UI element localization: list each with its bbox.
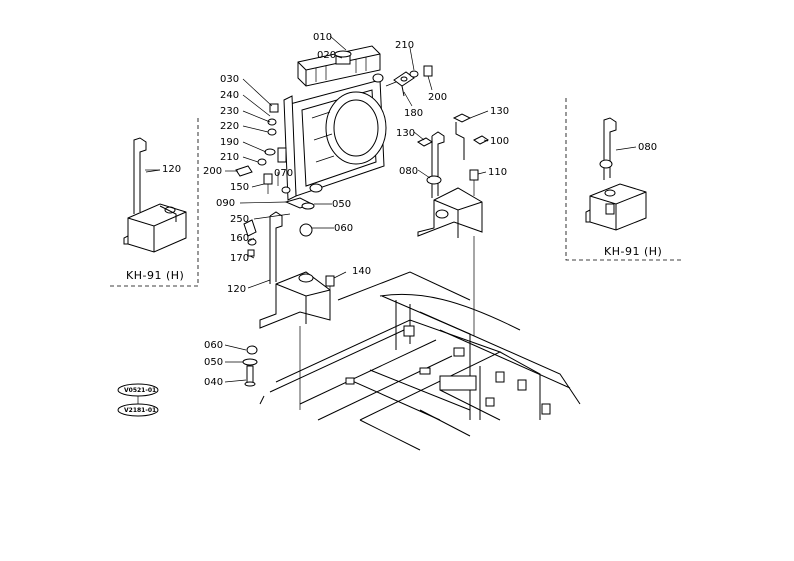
part-label-010: 010 bbox=[313, 32, 332, 43]
part-label-160: 160 bbox=[230, 233, 249, 244]
part-label-220: 220 bbox=[220, 121, 239, 132]
part-label-080-variant: 080 bbox=[638, 142, 657, 153]
leader-lines bbox=[145, 35, 637, 383]
part-label-200-left: 200 bbox=[203, 166, 222, 177]
mount-bracket-left bbox=[243, 197, 335, 410]
part-label-250: 250 bbox=[230, 214, 249, 225]
variant-box-left bbox=[108, 118, 199, 287]
part-label-240: 240 bbox=[220, 90, 239, 101]
stamp-bottom: V2181-01 bbox=[124, 407, 156, 414]
part-label-130-top: 130 bbox=[490, 106, 509, 117]
part-label-090: 090 bbox=[216, 198, 235, 209]
part-label-030: 030 bbox=[220, 74, 239, 85]
part-label-120-main: 120 bbox=[227, 284, 246, 295]
part-label-040: 040 bbox=[204, 377, 223, 388]
variant-label-left: KH-91 (H) bbox=[126, 269, 184, 282]
radiator-assembly bbox=[277, 45, 387, 201]
part-label-100: 100 bbox=[490, 136, 509, 147]
part-label-190: 190 bbox=[220, 137, 239, 148]
part-label-020: 020 bbox=[317, 50, 336, 61]
part-label-180: 180 bbox=[404, 108, 423, 119]
part-label-230: 230 bbox=[220, 106, 239, 117]
part-label-130-left: 130 bbox=[396, 128, 415, 139]
part-label-210-left: 210 bbox=[220, 152, 239, 163]
part-label-050-upper: 050 bbox=[332, 199, 351, 210]
variant-box-right bbox=[565, 98, 684, 261]
part-label-200-right: 200 bbox=[428, 92, 447, 103]
part-label-110: 110 bbox=[488, 167, 507, 178]
mount-bracket-right bbox=[417, 113, 489, 336]
part-label-140: 140 bbox=[352, 266, 371, 277]
part-labels: 010 020 030 240 230 220 190 210 200 150 … bbox=[162, 32, 657, 388]
part-label-070: 070 bbox=[274, 168, 293, 179]
stay-bolt-group bbox=[385, 65, 433, 97]
part-label-210-right: 210 bbox=[395, 40, 414, 51]
part-label-120-variant: 120 bbox=[162, 164, 181, 175]
part-label-060-upper: 060 bbox=[334, 223, 353, 234]
variant-label-right: KH-91 (H) bbox=[604, 245, 662, 258]
chassis-frame bbox=[259, 271, 581, 451]
lower-bolt-group bbox=[242, 345, 258, 387]
part-label-050-lower: 050 bbox=[204, 357, 223, 368]
stamp-top: V0521-01 bbox=[124, 387, 156, 394]
part-label-170: 170 bbox=[230, 253, 249, 264]
reference-stamps: V0521-01 V2181-01 bbox=[117, 383, 159, 417]
part-label-150: 150 bbox=[230, 182, 249, 193]
part-label-080-main: 080 bbox=[399, 166, 418, 177]
part-label-060-lower: 060 bbox=[204, 340, 223, 351]
